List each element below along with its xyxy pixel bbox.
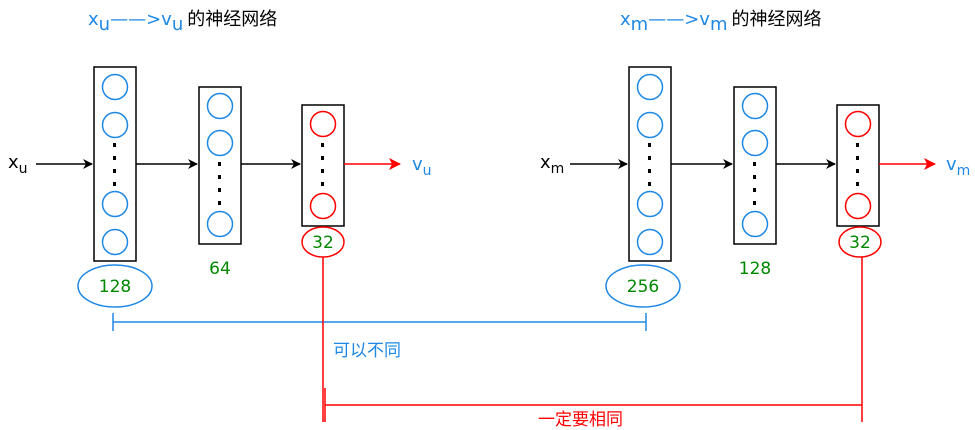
neuron [741, 129, 769, 157]
neuron [636, 73, 664, 101]
neuron [844, 192, 872, 220]
ellipsis-dots [648, 143, 651, 186]
must-match-label: 一定要相同 [538, 410, 623, 430]
neuron [101, 111, 129, 139]
neuron [636, 228, 664, 256]
must-match-bracket [322, 257, 863, 422]
neuron [741, 92, 769, 120]
ellipsis-dots [856, 143, 859, 186]
neuron [206, 129, 234, 157]
neuron [206, 92, 234, 120]
neuron [636, 111, 664, 139]
right-input-label: xm [540, 152, 564, 177]
right-layer-2-size: 128 [739, 259, 771, 279]
can-differ-bracket [112, 313, 647, 331]
right-layer-3-size: 32 [849, 233, 871, 253]
neuron [741, 210, 769, 238]
neuron [844, 110, 872, 138]
right-layer-1-box [628, 66, 672, 262]
right-layer-1-size: 256 [627, 277, 659, 297]
left-output-label: vu [412, 154, 432, 179]
neuron [636, 190, 664, 218]
left-input-label: xu [8, 152, 28, 177]
right-layer-3-box [836, 104, 880, 227]
left-layer-2-size: 64 [209, 259, 231, 279]
left-layer-1-box [93, 66, 137, 262]
ellipsis-dots [321, 143, 324, 186]
neuron [206, 210, 234, 238]
left-layer-1-size: 128 [99, 277, 131, 297]
can-differ-label: 可以不同 [333, 341, 401, 361]
left-layer-1-size-ellipse [77, 264, 153, 308]
right-layer-1-size-ellipse [605, 264, 681, 308]
ellipsis-dots [753, 162, 756, 205]
neuron [309, 110, 337, 138]
right-output-label: vm [946, 154, 970, 179]
right-layer-3-size-ellipse [838, 226, 882, 258]
neuron [309, 192, 337, 220]
neuron [101, 228, 129, 256]
ellipsis-dots [218, 162, 221, 205]
ellipsis-dots [113, 143, 116, 186]
left-layer-3-box [301, 104, 345, 227]
neuron [101, 190, 129, 218]
left-layer-3-size: 32 [312, 233, 334, 253]
neuron [101, 73, 129, 101]
